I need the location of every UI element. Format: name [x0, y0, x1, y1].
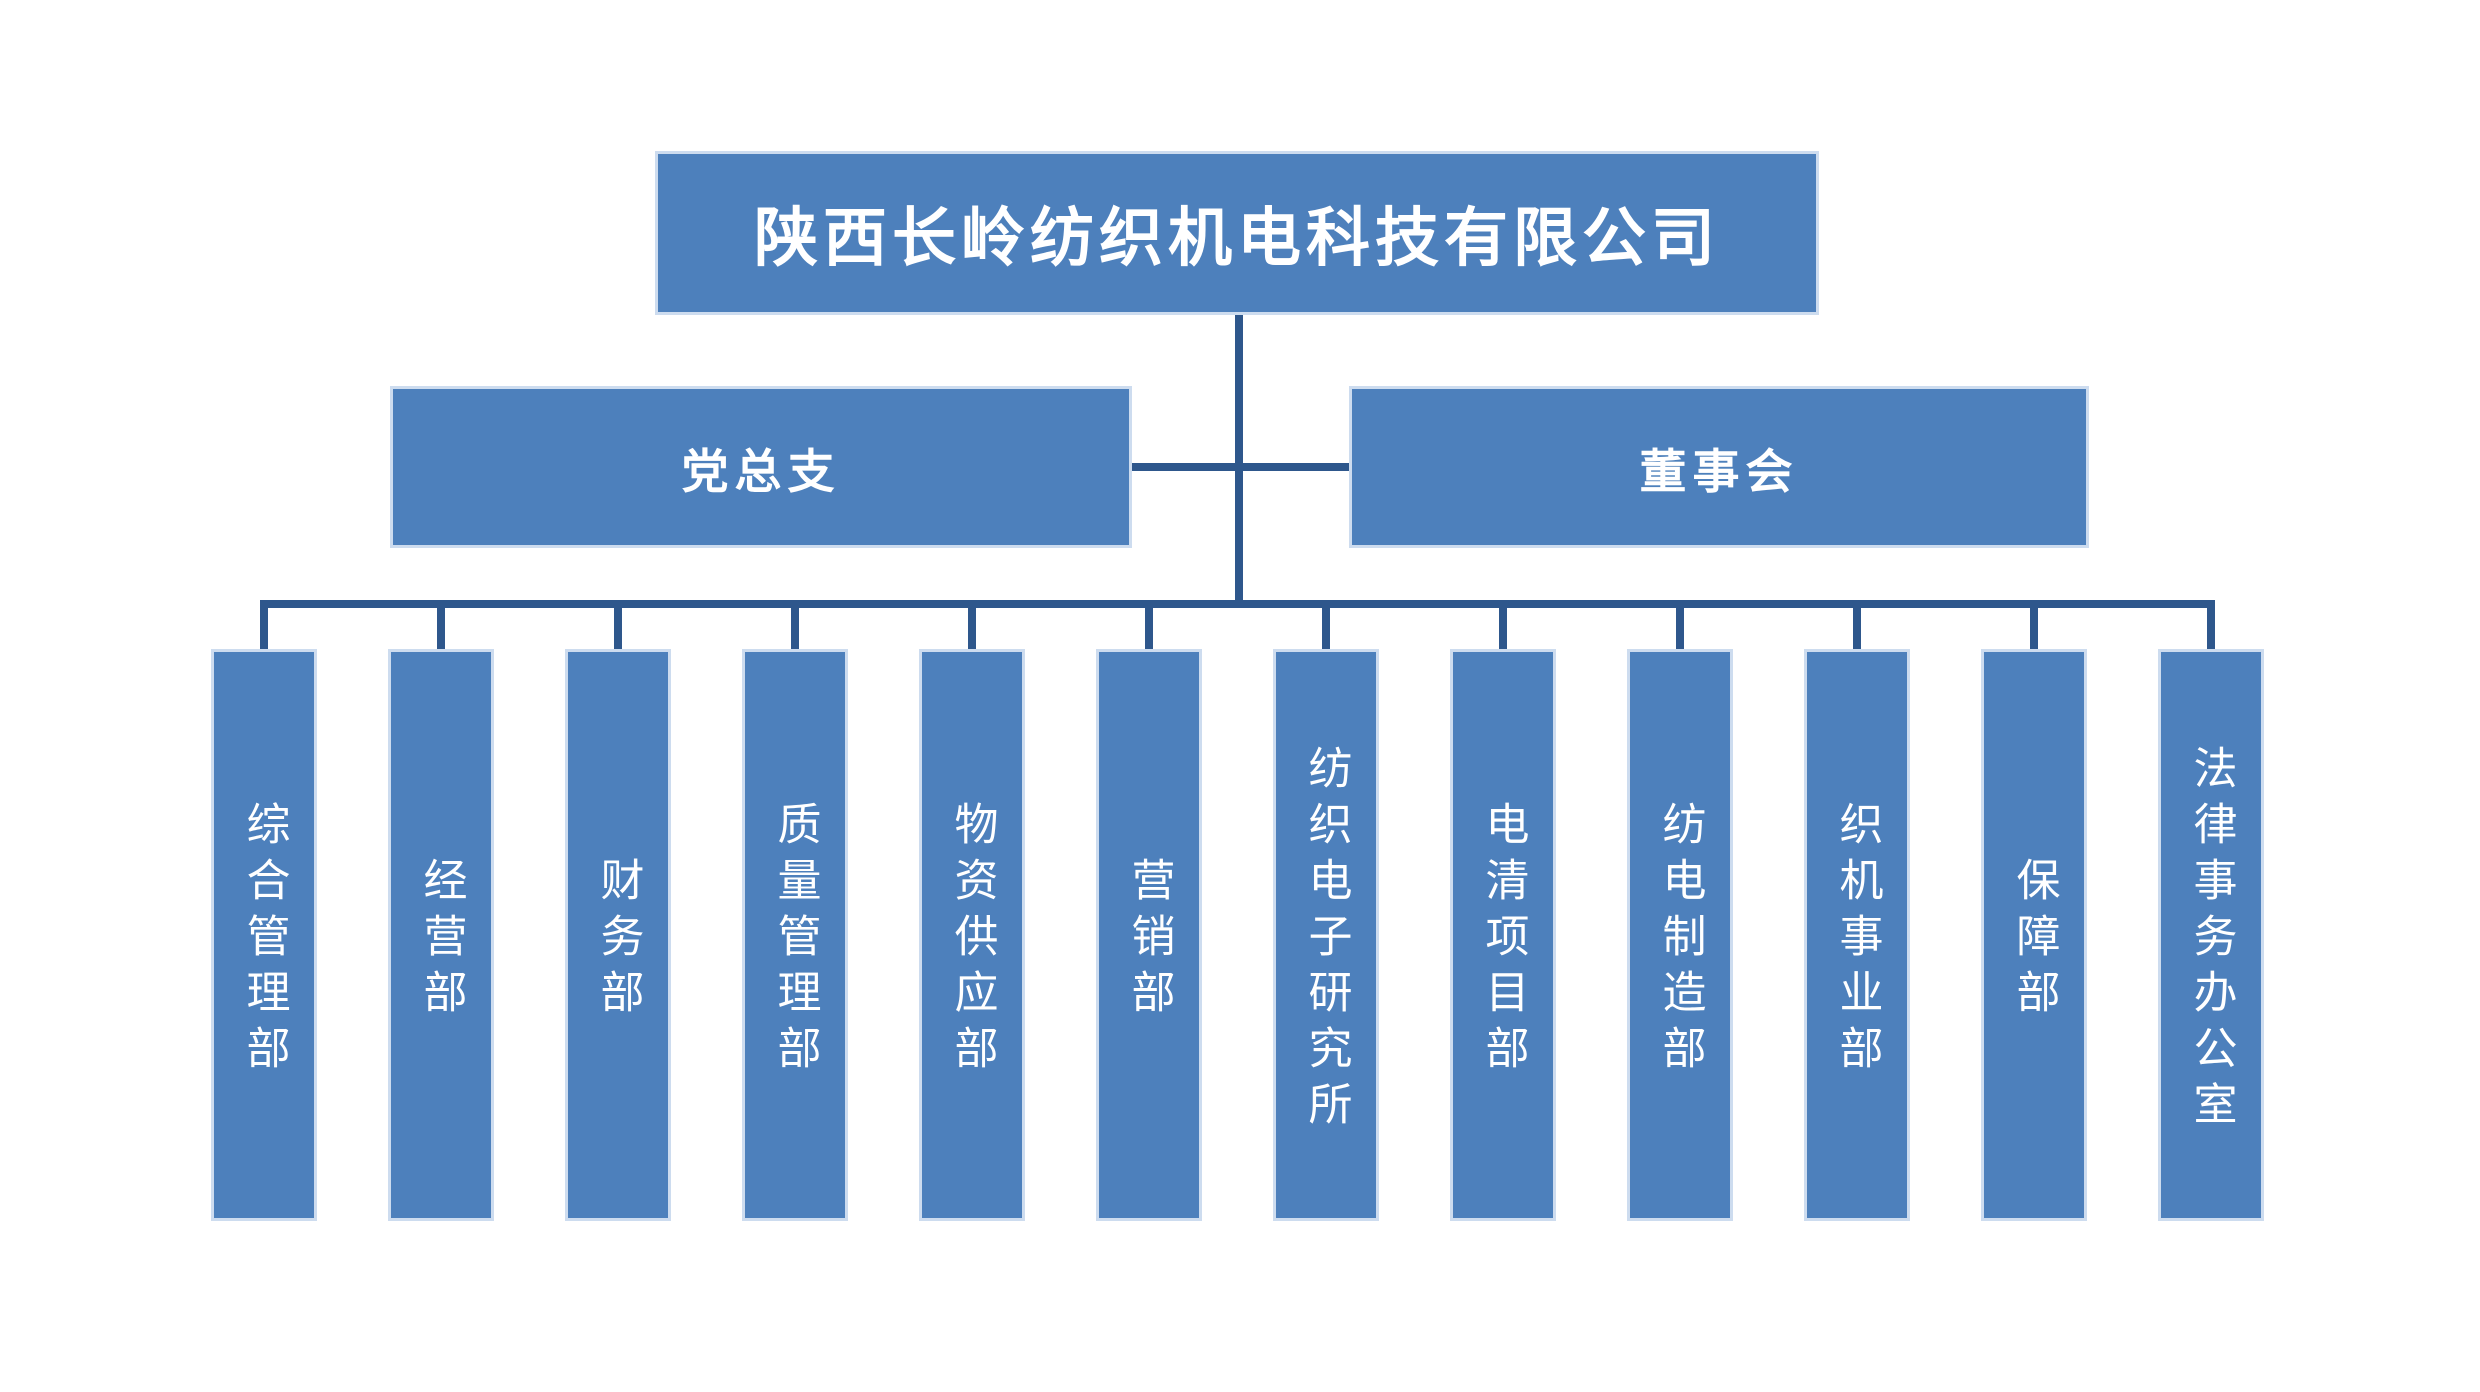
dept-label: 质量管理部 [769, 801, 821, 1081]
connector-drop [1498, 600, 1507, 650]
dept-label: 电清项目部 [1477, 801, 1529, 1081]
connector-branch-rail [260, 600, 2214, 608]
connector-drop [613, 600, 622, 650]
connector-drop [2029, 600, 2038, 650]
dept-node: 织机事业部 [1803, 649, 1910, 1221]
connector-drop [436, 600, 445, 650]
connector-drop [1144, 600, 1153, 650]
connector-drop [967, 600, 976, 650]
dept-node: 财务部 [564, 649, 671, 1221]
dept-node: 综合管理部 [210, 649, 317, 1221]
dept-label: 经营部 [415, 857, 467, 1025]
dept-node: 纺电制造部 [1626, 649, 1733, 1221]
connector-drop [790, 600, 799, 650]
org-node-board: 董事会 [1349, 386, 2089, 548]
dept-node: 纺织电子研究所 [1272, 649, 1379, 1221]
dept-node: 物资供应部 [918, 649, 1025, 1221]
connector-governance-horizontal [1131, 463, 1351, 471]
company-title-label: 陕西长岭纺织机电科技有限公司 [754, 202, 1720, 274]
org-node-party-branch: 党总支 [390, 386, 1132, 548]
dept-label: 法律事务办公室 [2185, 745, 2237, 1137]
connector-trunk-vertical [1235, 314, 1243, 604]
connector-drop [1675, 600, 1684, 650]
connector-drop [2206, 600, 2215, 650]
dept-node: 法律事务办公室 [2157, 649, 2264, 1221]
dept-label: 综合管理部 [238, 801, 290, 1081]
connector-drop [259, 600, 268, 650]
board-label: 董事会 [1639, 444, 1799, 498]
dept-node: 营销部 [1095, 649, 1202, 1221]
dept-label: 物资供应部 [946, 801, 998, 1081]
party-branch-label: 党总支 [681, 444, 841, 498]
dept-node: 保障部 [1980, 649, 2087, 1221]
dept-node: 经营部 [387, 649, 494, 1221]
dept-label: 纺电制造部 [1654, 801, 1706, 1081]
dept-label: 纺织电子研究所 [1300, 745, 1352, 1137]
dept-label: 营销部 [1123, 857, 1175, 1025]
dept-label: 财务部 [592, 857, 644, 1025]
dept-label: 织机事业部 [1831, 801, 1883, 1081]
connector-drop [1852, 600, 1861, 650]
connector-drop [1321, 600, 1330, 650]
dept-node: 电清项目部 [1449, 649, 1556, 1221]
org-node-company-title: 陕西长岭纺织机电科技有限公司 [655, 151, 1819, 315]
dept-label: 保障部 [2008, 857, 2060, 1025]
dept-node: 质量管理部 [741, 649, 848, 1221]
